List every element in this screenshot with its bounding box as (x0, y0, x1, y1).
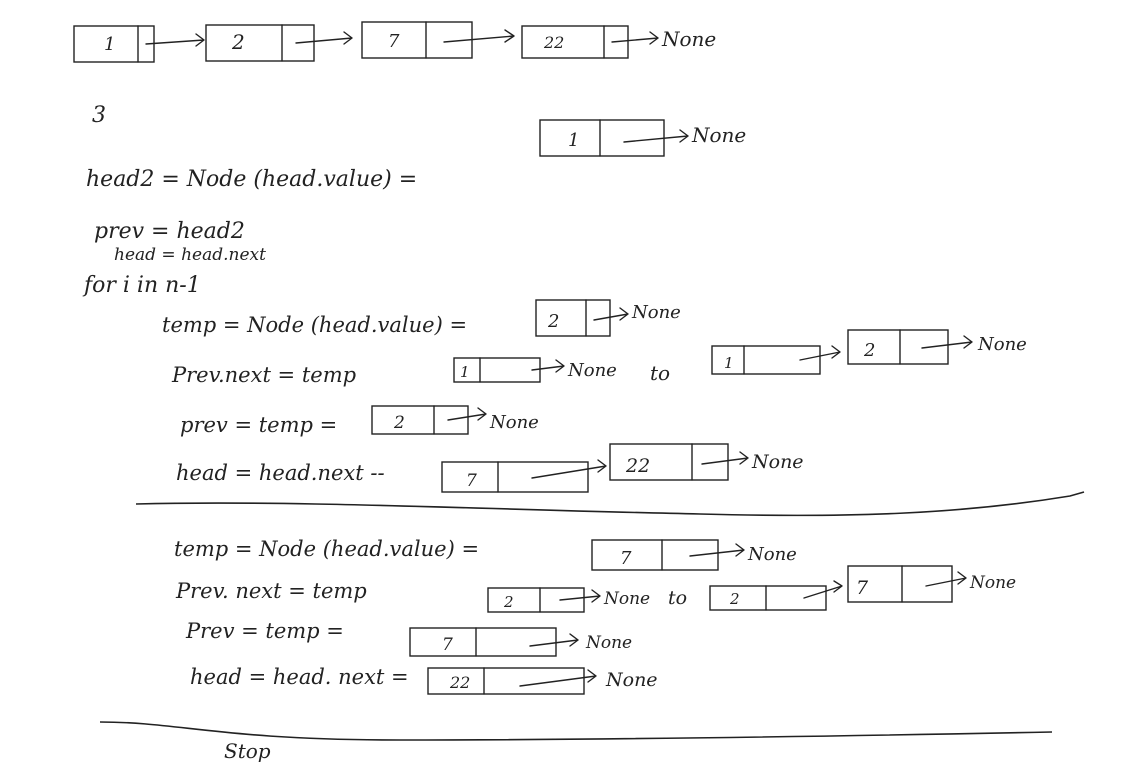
next-arrow (925, 571, 967, 587)
node-value: 22 (625, 455, 650, 477)
next-arrow (593, 307, 629, 321)
separator-line (99, 721, 1053, 741)
code-line: head2 = Node (head.value) = (86, 167, 417, 192)
code-line: head = head.next -- (176, 461, 385, 485)
none-label: None (603, 589, 650, 609)
node-value: 7 (466, 471, 477, 491)
separator-line (135, 491, 1085, 517)
next-arrow (519, 669, 597, 687)
node-box (711, 345, 821, 375)
none-label: None (605, 669, 658, 691)
node-value: 7 (856, 577, 869, 599)
next-arrow (623, 129, 689, 143)
node-box (539, 119, 665, 157)
node-value: 7 (388, 31, 400, 52)
code-line: temp = Node (head.value) = (174, 537, 479, 561)
node-box (847, 565, 953, 603)
stop-label: Stop (224, 739, 271, 763)
node-box (441, 461, 589, 493)
node-value: 1 (104, 34, 115, 55)
next-arrow (295, 31, 353, 45)
node-value: 2 (503, 593, 514, 611)
none-label: None (567, 360, 617, 381)
none-label: None (661, 27, 716, 51)
node-box (361, 21, 473, 59)
node-box (371, 405, 469, 435)
node-value: 2 (729, 590, 740, 608)
iteration-2: temp = Node (head.value) = 7 None Prev. … (174, 537, 1016, 695)
next-arrow (447, 407, 487, 421)
node-value: 1 (460, 363, 470, 381)
next-arrow (611, 31, 659, 45)
node-value: 7 (620, 548, 632, 569)
node-box (409, 627, 557, 657)
next-arrow (145, 33, 205, 47)
node-value: 22 (543, 33, 564, 52)
node-value: 2 (393, 413, 405, 433)
node-value: 7 (442, 635, 453, 655)
node-box (847, 329, 949, 365)
next-arrow (531, 359, 565, 373)
to-label: to (650, 361, 670, 385)
next-arrow (803, 580, 843, 599)
node-box (709, 585, 827, 611)
node-value: 1 (724, 354, 734, 372)
node-value: 2 (231, 30, 245, 54)
next-arrow (799, 345, 841, 361)
iteration-1: temp = Node (head.value) = 2 None Prev.n… (162, 299, 1027, 493)
to-label: to (668, 587, 687, 609)
next-arrow (689, 543, 745, 557)
node-box (487, 587, 585, 613)
none-label: None (977, 334, 1027, 355)
next-arrow (443, 29, 515, 43)
next-arrow (701, 451, 749, 465)
none-label: None (489, 412, 539, 433)
none-label: None (751, 451, 804, 473)
code-line: temp = Node (head.value) = (162, 313, 467, 337)
none-label: None (747, 544, 797, 565)
none-label: None (969, 573, 1016, 593)
none-label: None (585, 633, 632, 653)
code-line: Prev. next = temp (175, 579, 367, 603)
code-line: Prev.next = temp (171, 363, 356, 387)
code-line: prev = head2 (94, 219, 245, 244)
node-value: 2 (863, 340, 875, 361)
code-line: for i in n-1 (82, 273, 201, 298)
list-node: 22 (521, 25, 629, 59)
next-arrow (531, 459, 607, 479)
next-arrow (921, 335, 973, 349)
none-label: None (631, 302, 681, 323)
next-arrow (559, 589, 601, 603)
node-value: 22 (449, 673, 470, 692)
node-value: 1 (568, 130, 579, 151)
none-label: None (691, 123, 746, 147)
node-box (609, 443, 729, 481)
top-linked-list: 1 2 7 22 None (73, 21, 716, 63)
node-box (205, 24, 315, 62)
code-line: head = head. next = (190, 665, 409, 689)
next-arrow (529, 633, 579, 647)
node-value: 2 (547, 311, 559, 332)
code-line: prev = temp = (180, 413, 337, 437)
code-line: head = head.next (114, 245, 266, 265)
node-box (427, 667, 585, 695)
head2-line: head2 = Node (head.value) = 1 None (86, 119, 746, 192)
n-value: 3 (92, 103, 106, 128)
list-node: 2 (205, 24, 315, 62)
list-node: 1 (73, 25, 155, 63)
node-box (521, 25, 629, 59)
node-box (453, 357, 541, 383)
node-box (591, 539, 719, 571)
list-node: 7 (361, 21, 473, 59)
code-line: Prev = temp = (185, 619, 344, 643)
node-box (535, 299, 611, 337)
